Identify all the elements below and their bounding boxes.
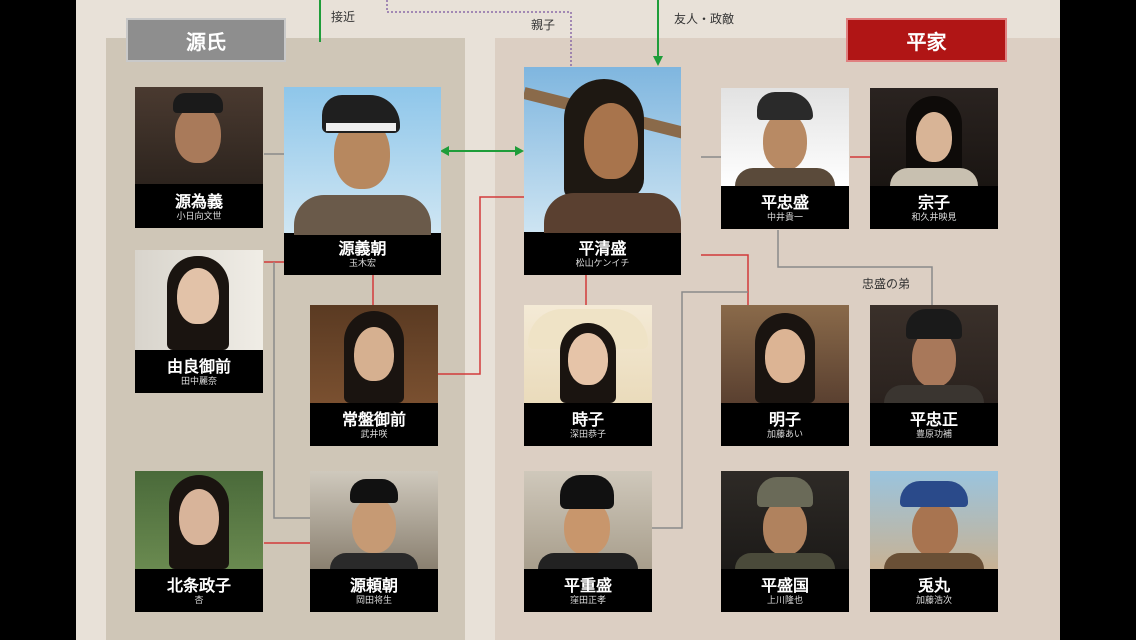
actor-name: 岡田将生 (355, 596, 392, 606)
card-masako[interactable]: 北条政子杏 (135, 471, 263, 612)
photo (135, 471, 263, 569)
card-yoritomo[interactable]: 源頼朝岡田将生 (310, 471, 438, 612)
actor-name: 加藤浩次 (915, 596, 952, 606)
card-yura[interactable]: 由良御前田中麗奈 (135, 250, 263, 393)
role-name: 常盤御前 (341, 410, 406, 429)
card-tameyoshi[interactable]: 源為義小日向文世 (135, 87, 263, 228)
card-shigemori[interactable]: 平重盛窪田正孝 (524, 471, 652, 612)
photo (310, 471, 438, 569)
role-name: 平忠盛 (760, 193, 809, 212)
role-name: 兎丸 (917, 576, 950, 595)
photo (721, 471, 849, 569)
heike-clan-tag: 平家 (846, 18, 1007, 62)
role-name: 明子 (768, 410, 801, 429)
actor-name: 杏 (194, 596, 204, 606)
card-morikuni[interactable]: 平盛国上川隆也 (721, 471, 849, 612)
tokiwa-kiyomori-line (438, 196, 524, 375)
relationship-chart: 源氏 平家 接近 親子 友人・政敵 忠盛の弟 源為義小日向文世 (76, 0, 1060, 640)
photo (284, 87, 441, 235)
role-name: 源為義 (174, 192, 223, 211)
friend-rival-label: 友人・政敵 (674, 12, 735, 26)
card-usagimaru[interactable]: 兎丸加藤浩次 (870, 471, 998, 612)
yoshitomo-yoritomo-line (273, 262, 312, 519)
akiko-shigemori-line (652, 291, 748, 529)
photo (721, 88, 849, 186)
role-name: 北条政子 (166, 576, 231, 595)
photo (870, 305, 998, 403)
card-tadamori[interactable]: 平忠盛中井貴一 (721, 88, 849, 229)
card-yoshitomo[interactable]: 源義朝玉木宏 (284, 87, 441, 275)
actor-name: 小日向文世 (176, 212, 222, 222)
role-name: 平重盛 (563, 576, 612, 595)
role-name: 宗子 (917, 193, 950, 212)
card-akiko[interactable]: 明子加藤あい (721, 305, 849, 446)
role-name: 源義朝 (338, 239, 387, 258)
rival-arrow-left (440, 146, 449, 156)
card-kiyomori[interactable]: 平清盛松山ケンイチ (524, 67, 681, 275)
card-tadamasa[interactable]: 平忠正豊原功補 (870, 305, 998, 446)
actor-name: 上川隆也 (766, 596, 803, 606)
actor-name: 豊原功補 (915, 430, 952, 440)
tadamori-brother-label: 忠盛の弟 (862, 277, 911, 291)
tadamori-tadamasa-line (777, 230, 933, 305)
role-name: 時子 (571, 410, 604, 429)
actor-name: 加藤あい (766, 430, 803, 440)
photo (524, 67, 681, 233)
friend-rival-arrow (653, 56, 663, 66)
relationship-lines (264, 0, 933, 544)
photo (135, 250, 263, 350)
actor-name: 和久井映見 (911, 213, 957, 223)
rival-arrow-right (515, 146, 524, 156)
role-name: 源頼朝 (349, 576, 398, 595)
actor-name: 玉木宏 (348, 259, 376, 269)
actor-name: 田中麗奈 (180, 377, 217, 387)
photo (870, 88, 998, 186)
actor-name: 松山ケンイチ (575, 259, 630, 269)
card-tokiwa[interactable]: 常盤御前武井咲 (310, 305, 438, 446)
photo (721, 305, 849, 403)
photo (870, 471, 998, 569)
actor-name: 深田恭子 (569, 430, 606, 440)
role-name: 平忠正 (909, 410, 958, 429)
genji-clan-tag: 源氏 (126, 18, 286, 62)
card-tokiko[interactable]: 時子深田恭子 (524, 305, 652, 446)
parent-child-line (386, 0, 572, 68)
role-name: 由良御前 (166, 357, 231, 376)
photo (135, 87, 263, 184)
kiyomori-akiko-line (701, 254, 749, 305)
close-aide-label: 接近 (331, 10, 356, 24)
actor-name: 武井咲 (360, 430, 388, 440)
role-name: 平清盛 (578, 239, 627, 258)
photo (310, 305, 438, 403)
parent-child-label: 親子 (531, 18, 556, 32)
photo (524, 305, 652, 403)
card-muneko[interactable]: 宗子和久井映見 (870, 88, 998, 229)
role-name: 平盛国 (760, 576, 809, 595)
photo (524, 471, 652, 569)
actor-name: 中井貴一 (766, 213, 803, 223)
actor-name: 窪田正孝 (569, 596, 606, 606)
